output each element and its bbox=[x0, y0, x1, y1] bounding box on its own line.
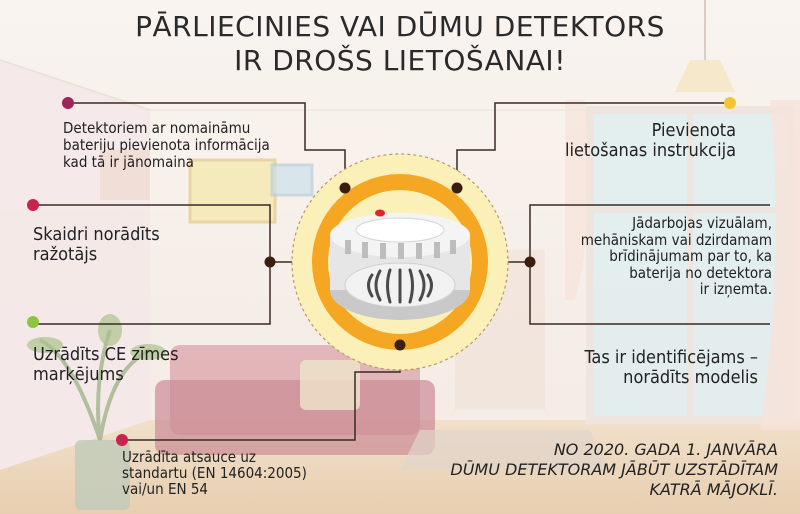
node-right bbox=[524, 256, 536, 268]
battery-line-1: Detektoriem ar nomaināmu bbox=[63, 119, 251, 137]
regulation-note: NO 2020. GADA 1. JANVĀRA DŪMU DETEKTORAM… bbox=[448, 440, 778, 500]
manufacturer-text: Skaidri norādīts ražotājs bbox=[33, 224, 160, 266]
model-text: Tas ir identificējams – norādīts modelis bbox=[584, 347, 758, 389]
ce-line-2: marķējums bbox=[33, 364, 124, 386]
manufacturer-line-1: Skaidri norādīts bbox=[33, 224, 160, 245]
bullet-ce bbox=[27, 316, 39, 328]
signal-text: Jādarbojas vizuālam, mehāniskam vai dzir… bbox=[581, 215, 772, 298]
battery-line-3: kad tā ir jānomaina bbox=[63, 152, 194, 171]
signal-line-1: Jādarbojas vizuālam, bbox=[632, 214, 772, 232]
standard-line-2: standartu (EN 14604:2005) bbox=[122, 464, 307, 483]
ce-line-1: Uzrādīts CE zīmes bbox=[33, 344, 179, 365]
title-line-1: PĀRLIECINIES VAI DŪMU DETEKTORS bbox=[135, 10, 665, 43]
standard-line-1: Uzrādīta atsauce uz bbox=[122, 448, 256, 466]
node-bottom bbox=[394, 339, 406, 351]
battery-line-2: bateriju pievienota informācija bbox=[63, 135, 270, 154]
led-indicator bbox=[375, 209, 385, 217]
bullet-instructions bbox=[724, 97, 736, 109]
signal-line-3: brīdinājumam par to, ka bbox=[609, 247, 772, 265]
battery-text: Detektoriem ar nomaināmu bateriju pievie… bbox=[63, 120, 270, 170]
model-line-2: norādīts modelis bbox=[623, 367, 758, 389]
smoke-detector-icon bbox=[330, 213, 470, 320]
signal-line-5: ir izņemta. bbox=[699, 280, 772, 298]
signal-line-4: baterija no detektora bbox=[629, 263, 772, 282]
manufacturer-line-2: ražotājs bbox=[33, 244, 98, 266]
ce-text: Uzrādīts CE zīmes marķējums bbox=[33, 344, 179, 386]
bullet-battery bbox=[62, 97, 74, 109]
note-line-3: KATRĀ MĀJOKLĪ. bbox=[649, 480, 778, 499]
title-line-2: IR DROŠS LIETOŠANAI! bbox=[234, 44, 566, 77]
connector-battery bbox=[70, 102, 346, 188]
node-top-right bbox=[451, 182, 463, 194]
instructions-line-2: lietošanas instrukcija bbox=[564, 140, 736, 162]
node-top-left bbox=[339, 182, 351, 194]
note-line-2: DŪMU DETEKTORAM JĀBŪT UZSTĀDĪTAM bbox=[450, 460, 778, 479]
note-line-1: NO 2020. GADA 1. JANVĀRA bbox=[553, 440, 778, 459]
signal-line-2: mehāniskam vai dzirdamam bbox=[580, 230, 772, 249]
bullet-standard bbox=[116, 434, 128, 446]
standard-line-3: vai/un EN 54 bbox=[122, 480, 209, 499]
instructions-text: Pievienota lietošanas instrukcija bbox=[564, 120, 736, 162]
connector-instructions bbox=[456, 102, 730, 188]
model-line-1: Tas ir identificējams – bbox=[584, 347, 758, 368]
node-left bbox=[264, 256, 276, 268]
bullet-manufacturer bbox=[27, 199, 39, 211]
standard-text: Uzrādīta atsauce uz standartu (EN 14604:… bbox=[122, 449, 307, 498]
instructions-line-1: Pievienota bbox=[651, 120, 736, 141]
